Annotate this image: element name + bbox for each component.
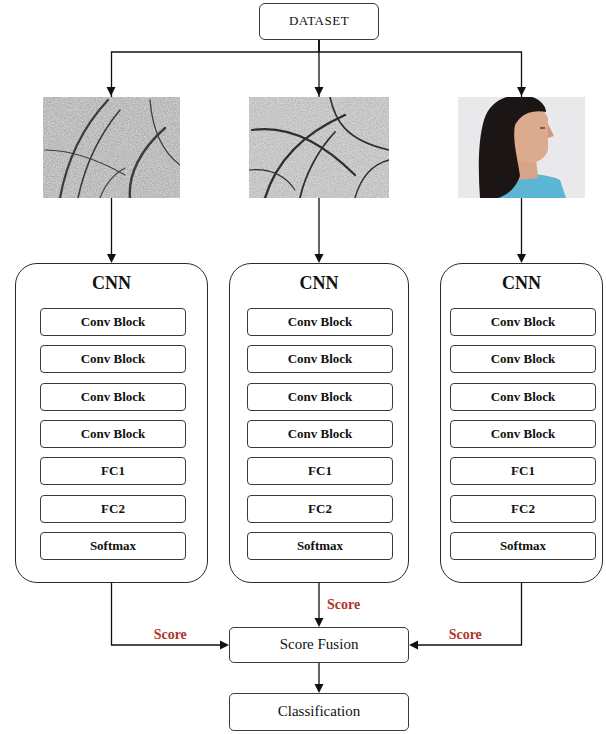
cnn-container: CNNConv BlockConv BlockConv BlockConv Bl… (229, 263, 409, 583)
layer-box: Conv Block (40, 420, 186, 448)
layer-box: Softmax (40, 532, 186, 560)
layer-box: FC1 (450, 457, 596, 485)
arrow-head (315, 254, 324, 263)
layer-box: Conv Block (450, 383, 596, 411)
process-box: DATASET (259, 3, 379, 40)
connector-line (112, 583, 222, 645)
node-label: FC2 (101, 502, 125, 517)
palmprint-image (249, 97, 389, 198)
palmprint-image (43, 97, 180, 198)
node-heading: CNN (441, 274, 602, 294)
edge-label: Score (325, 597, 362, 612)
layer-box: FC2 (40, 495, 186, 523)
node-label: Conv Block (81, 390, 146, 405)
node-label: Softmax (500, 539, 546, 554)
connector (112, 583, 230, 650)
process-box: Score Fusion (229, 627, 409, 663)
edge-label: Score (447, 627, 484, 642)
node-heading: CNN (16, 274, 207, 294)
cnn-container: CNNConv BlockConv BlockConv BlockConv Bl… (440, 263, 603, 583)
connector (409, 583, 522, 650)
layer-box: Conv Block (450, 308, 596, 336)
node-label: Softmax (90, 539, 136, 554)
node-label: FC2 (308, 502, 332, 517)
layer-box: FC2 (247, 495, 393, 523)
edge-label: Score (152, 627, 189, 642)
node-label: FC1 (511, 464, 535, 479)
node-label: Conv Block (81, 352, 146, 367)
node-label: Conv Block (491, 390, 556, 405)
node-label: FC1 (308, 464, 332, 479)
face-photo (458, 97, 585, 198)
layer-box: Conv Block (40, 308, 186, 336)
arrow-head (517, 254, 526, 263)
layer-box: FC1 (247, 457, 393, 485)
arrow-head (315, 618, 324, 627)
node-label: FC2 (511, 502, 535, 517)
node-label: Conv Block (288, 427, 353, 442)
connector (315, 663, 324, 693)
connector-line (417, 583, 522, 645)
node-heading: CNN (230, 274, 408, 294)
layer-box: Softmax (450, 532, 596, 560)
layer-box: Conv Block (40, 383, 186, 411)
node-label: Conv Block (491, 427, 556, 442)
layer-box: Conv Block (450, 420, 596, 448)
process-box: Classification (229, 693, 409, 731)
node-label: Conv Block (81, 427, 146, 442)
cnn-container: CNNConv BlockConv BlockConv BlockConv Bl… (15, 263, 208, 583)
layer-box: Softmax (247, 532, 393, 560)
layer-box: Conv Block (450, 345, 596, 373)
arrow-head (315, 684, 324, 693)
node-label: Score Fusion (280, 636, 359, 653)
layer-box: Conv Block (247, 345, 393, 373)
layer-box: Conv Block (247, 420, 393, 448)
layer-box: FC2 (450, 495, 596, 523)
arrow-head (107, 87, 527, 96)
node-label: Conv Block (288, 315, 353, 330)
node-label: Conv Block (288, 390, 353, 405)
arrow-head (107, 254, 116, 263)
node-label: Conv Block (81, 315, 146, 330)
node-label: FC1 (101, 464, 125, 479)
node-label: Softmax (297, 539, 343, 554)
layer-box: Conv Block (247, 383, 393, 411)
node-label: Conv Block (491, 315, 556, 330)
node-label: Conv Block (491, 352, 556, 367)
node-label: Classification (278, 703, 361, 720)
layer-box: FC1 (40, 457, 186, 485)
node-label: DATASET (289, 14, 349, 29)
connector (315, 583, 324, 627)
connector-line (318, 663, 319, 685)
layer-box: Conv Block (247, 308, 393, 336)
layer-box: Conv Block (40, 345, 186, 373)
connector-line (318, 583, 319, 619)
node-label: Conv Block (288, 352, 353, 367)
arrow-head (220, 641, 229, 650)
arrow-head (409, 641, 418, 650)
